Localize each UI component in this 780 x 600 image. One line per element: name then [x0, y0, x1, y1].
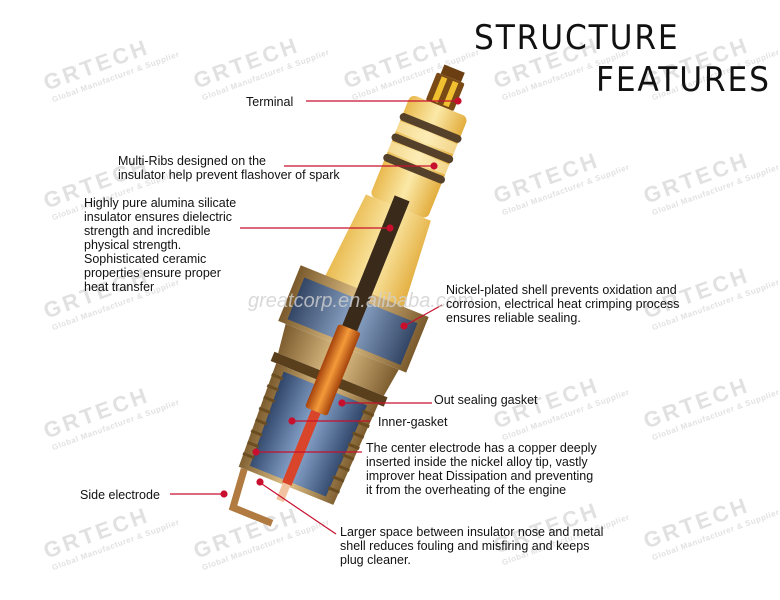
- title-line-2: FEATURES: [596, 60, 771, 100]
- site-watermark: greatcorp.en.alibaba.com: [248, 290, 474, 312]
- insulator-ribs: [371, 95, 467, 218]
- side-electrode-part: [228, 467, 274, 527]
- label-inner-gasket: Inner-gasket: [378, 415, 448, 429]
- label-center-electrode: The center electrode has a copper deeply…: [366, 441, 597, 497]
- label-terminal: Terminal: [246, 95, 294, 109]
- title-line-1: STRUCTURE: [474, 18, 680, 58]
- center-electrode-part: [276, 195, 410, 503]
- label-insulator: Highly pure alumina silicate insulator e…: [84, 196, 237, 294]
- leader-lines: [170, 97, 462, 535]
- label-nickel-shell: Nickel-plated shell prevents oxidation a…: [446, 283, 680, 325]
- label-out-sealing-gasket: Out sealing gasket: [434, 393, 538, 407]
- label-insulator-nose: Larger space between insulator nose and …: [340, 525, 604, 567]
- label-side-electrode: Side electrode: [80, 488, 160, 502]
- label-multi-ribs: Multi-Ribs designed on the insulator hel…: [118, 154, 340, 182]
